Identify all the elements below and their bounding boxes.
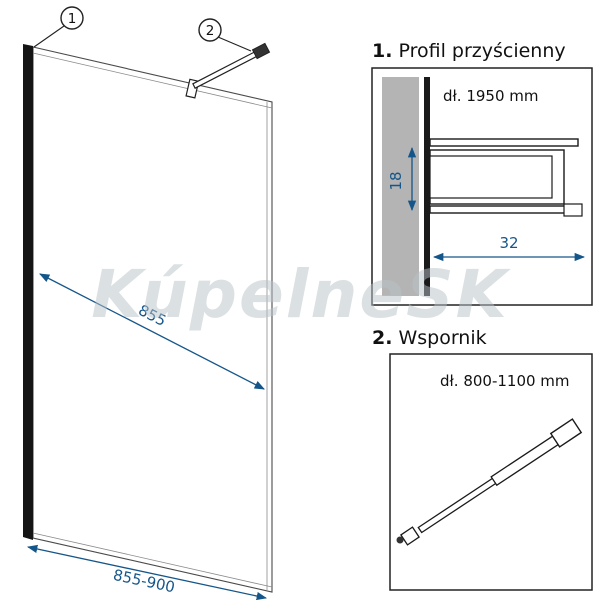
detail-profile-number: 1. — [372, 40, 392, 62]
profile-height-dimension-label: 18 — [387, 171, 405, 190]
detail-bracket-number: 2. — [372, 327, 392, 349]
callout-2-circle — [198, 18, 222, 42]
bracket-glass-clamp-block — [549, 418, 583, 448]
profile-end-cap — [563, 203, 583, 217]
bottom-dimension-label: 855-900 — [112, 566, 177, 597]
detail-profile-section: 1. Profil przyścienny dł. 1950 mm 18 32 — [371, 40, 593, 306]
profile-depth-dimension-label: 32 — [499, 234, 518, 252]
callout-1-leader-line — [33, 25, 65, 48]
glass-top-edge-line — [32, 52, 273, 109]
detail-profile-title: 1. Profil przyścienny — [372, 40, 566, 62]
panel-isometric-view: 1 2 855 855-900 — [23, 6, 273, 600]
detail-bracket-name: Wspornik — [398, 327, 486, 349]
bracket-wall-fitting — [400, 526, 420, 546]
profile-side-bar — [424, 77, 430, 296]
support-bar-wall-mount — [251, 42, 271, 60]
watermark-text: KúpelneSK — [91, 256, 511, 333]
profile-top-flange — [429, 138, 579, 147]
detail-bracket-box — [389, 353, 593, 591]
support-bar-rod — [192, 50, 258, 90]
callout-1-circle — [60, 6, 84, 30]
bottom-dimension-arrow — [26, 544, 268, 600]
callout-2-number: 2 — [206, 23, 215, 39]
profile-length-label: dł. 1950 mm — [443, 87, 539, 105]
wall-profile-bar — [23, 44, 33, 540]
bracket-wall-fitting-cap — [396, 536, 404, 544]
callout-2-leader-line — [217, 36, 252, 52]
profile-bottom-flange — [429, 205, 579, 214]
bracket-length-label: dł. 800-1100 mm — [440, 372, 570, 390]
profile-channel-inner — [429, 155, 553, 199]
width-dimension-arrow — [39, 273, 265, 390]
detail-bracket-title: 2. Wspornik — [372, 327, 487, 349]
detail-profile-name: Profil przyścienny — [398, 40, 565, 62]
callout-1-number: 1 — [68, 11, 77, 27]
detail-bracket-section: 2. Wspornik dł. 800-1100 mm — [372, 327, 593, 591]
